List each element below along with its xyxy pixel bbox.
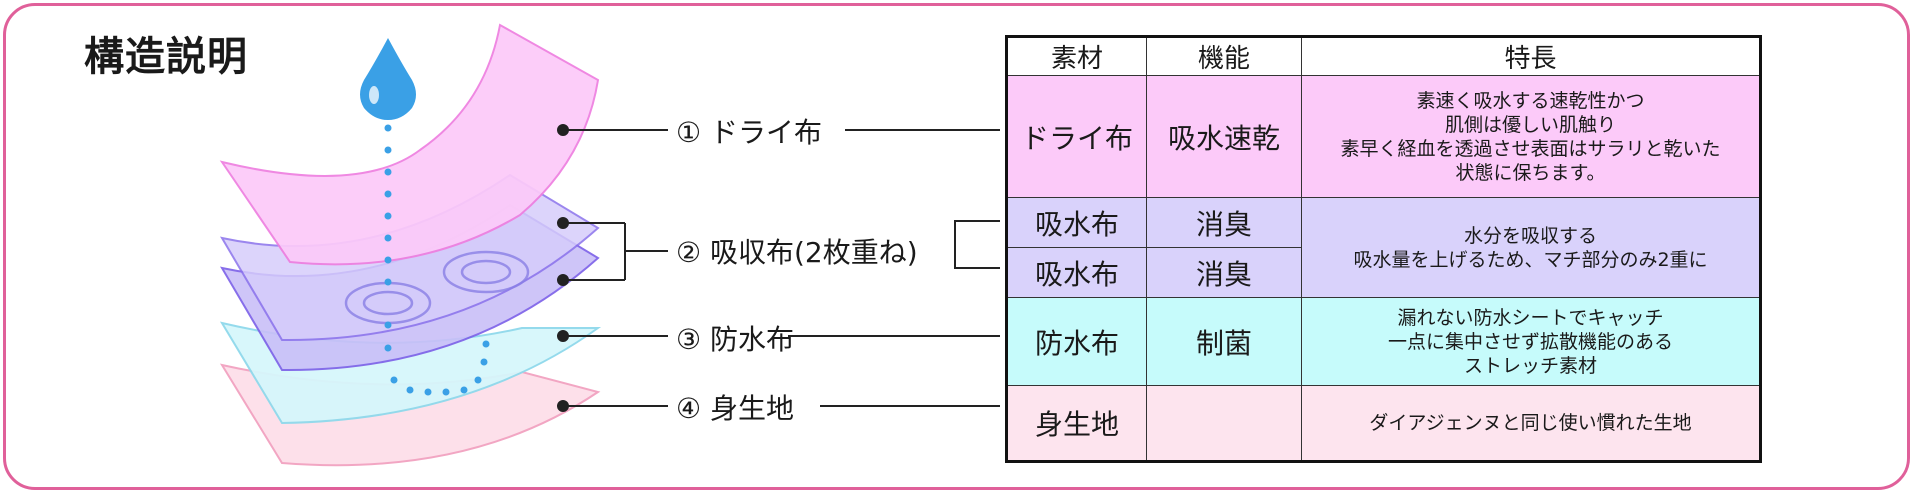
water-drop-icon (360, 38, 416, 120)
table-row: 防水布 制菌 漏れない防水シートでキャッチ 一点に集中させず拡散機能のある スト… (1006, 297, 1761, 386)
cell-feature: 漏れない防水シートでキャッチ 一点に集中させず拡散機能のある ストレッチ素材 (1301, 297, 1761, 386)
header-function: 機能 (1146, 36, 1302, 76)
leader-lines (557, 124, 1000, 412)
feature-line: 素速く吸水する速乾性かつ (1416, 89, 1645, 112)
feature-line: 一点に集中させず拡散機能のある (1387, 330, 1673, 353)
header-feature: 特長 (1301, 36, 1761, 76)
label-absorbent-fabric: ② 吸収布(2枚重ね) (676, 236, 918, 269)
cell-material: 吸水布 (1006, 197, 1147, 248)
cell-function: 制菌 (1146, 297, 1302, 386)
label-body-fabric: ④ 身生地 (676, 392, 795, 425)
feature-line: 水分を吸収する (1463, 224, 1597, 247)
dry-fabric-layer (219, 23, 600, 266)
feature-line: 吸水量を上げるため、マチ部分のみ2重に (1353, 248, 1708, 271)
feature-line: 素早く経血を透過させ表面はサラリと乾いた (1340, 137, 1721, 160)
cell-material: 防水布 (1006, 297, 1147, 386)
label-waterproof-fabric: ③ 防水布 (676, 323, 795, 356)
table-header-row: 素材 機能 特長 (1006, 36, 1761, 76)
cell-function (1146, 385, 1302, 462)
cell-function: 消臭 (1146, 247, 1302, 298)
cell-function: 消臭 (1146, 197, 1302, 248)
feature-line: ストレッチ素材 (1463, 354, 1597, 377)
cell-feature: 素速く吸水する速乾性かつ 肌側は優しい肌触り 素早く経血を透過させ表面はサラリと… (1301, 75, 1761, 198)
table-row: 身生地 ダイアジェンヌと同じ使い慣れた生地 (1006, 385, 1761, 462)
cell-material: ドライ布 (1006, 75, 1147, 198)
cell-feature: ダイアジェンヌと同じ使い慣れた生地 (1301, 385, 1761, 462)
feature-line: 状態に保ちます。 (1455, 161, 1606, 184)
table-row: 吸水布 消臭 水分を吸収する 吸水量を上げるため、マチ部分のみ2重に (1006, 197, 1761, 298)
cell-feature: 水分を吸収する 吸水量を上げるため、マチ部分のみ2重に (1301, 197, 1761, 298)
feature-line: ダイアジェンヌと同じ使い慣れた生地 (1369, 412, 1692, 434)
cell-function: 吸水速乾 (1146, 75, 1302, 198)
feature-line: 漏れない防水シートでキャッチ (1397, 306, 1664, 329)
cell-material: 身生地 (1006, 385, 1147, 462)
layer-illustration (219, 23, 1000, 467)
label-dry-fabric: ① ドライ布 (676, 116, 823, 149)
page-title: 構造説明 (84, 34, 248, 80)
table-row: ドライ布 吸水速乾 素速く吸水する速乾性かつ 肌側は優しい肌触り 素早く経血を透… (1006, 75, 1761, 198)
header-material: 素材 (1006, 36, 1147, 76)
feature-line: 肌側は優しい肌触り (1444, 113, 1616, 136)
water-path-dots (384, 124, 490, 396)
spec-table: 素材 機能 特長 ドライ布 吸水速乾 素速く吸水する速乾性かつ 肌側は優しい肌触… (1005, 35, 1762, 463)
cell-material: 吸水布 (1006, 247, 1147, 298)
